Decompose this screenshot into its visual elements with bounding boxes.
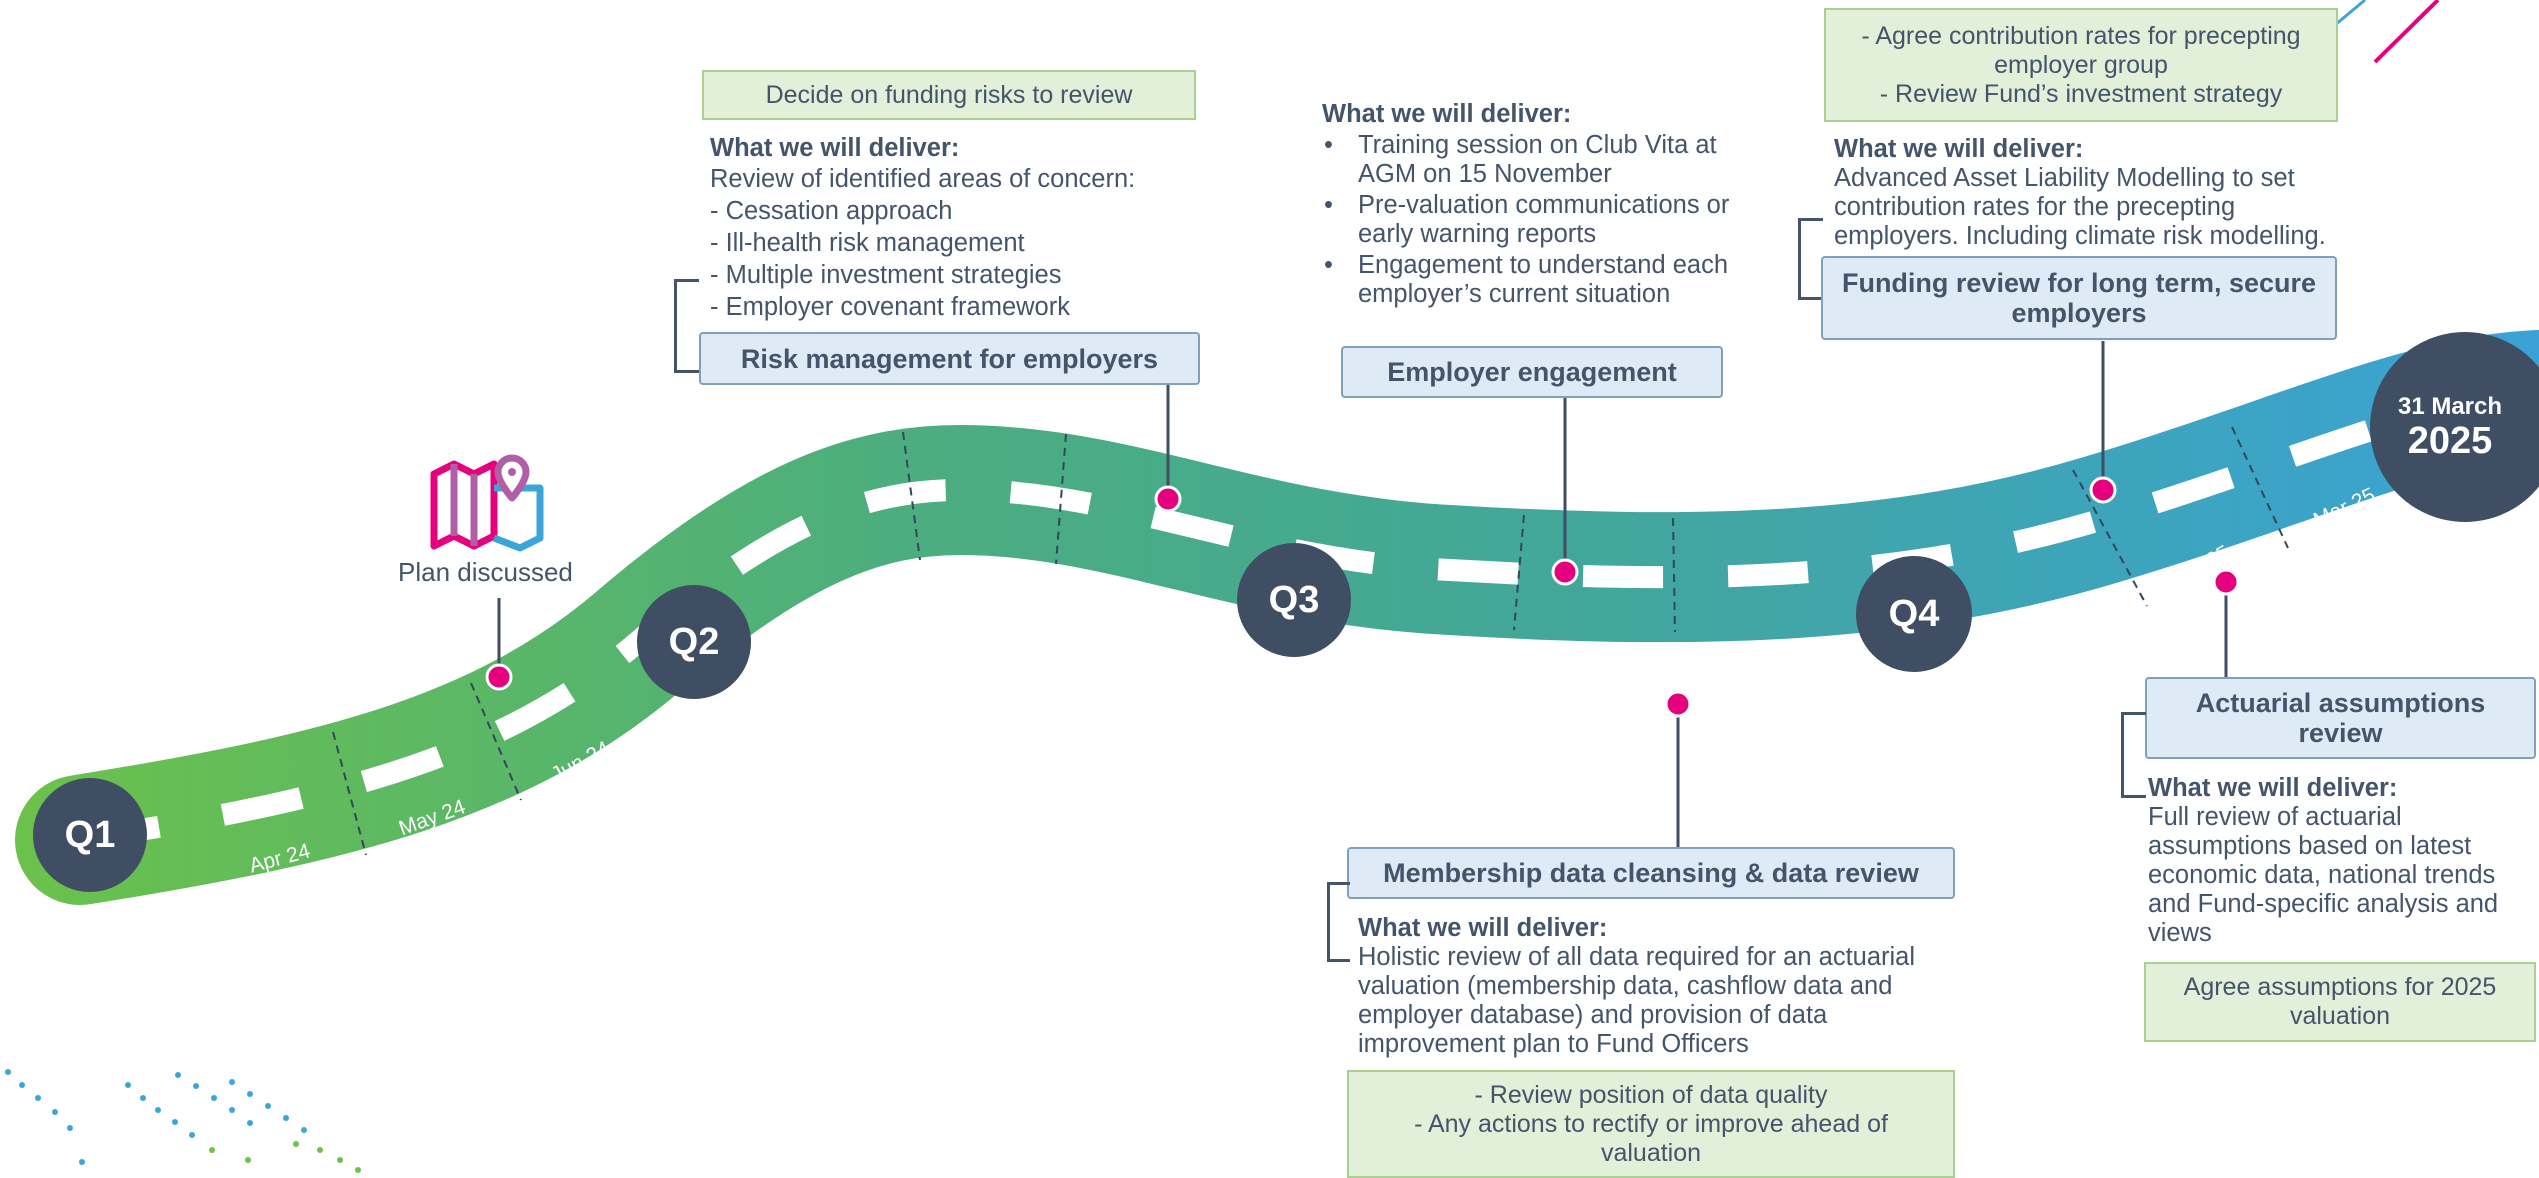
risk-line-4: - Multiple investment strategies — [710, 261, 1062, 289]
plan-discussed-label: Plan discussed — [398, 557, 573, 587]
risk-action-text: Decide on funding risks to review — [765, 80, 1133, 109]
data-line-3: employer database) and provision of data — [1358, 1001, 1828, 1029]
funding-deliver-heading: What we will deliver: — [1834, 135, 2084, 163]
data-title: Membership data cleansing & data review — [1383, 858, 1919, 888]
month-label-dec: Dec 24 — [1719, 658, 1788, 686]
funding-line-3: employers. Including climate risk modell… — [1834, 222, 2326, 250]
assumptions-bracket — [2121, 712, 2146, 798]
risk-title-box: Risk management for employers — [699, 332, 1200, 385]
data-deliverables: What we will deliver: Holistic review of… — [1358, 914, 1915, 1059]
engagement-title: Employer engagement — [1387, 357, 1677, 387]
assumptions-line-1: Full review of actuarial — [2148, 803, 2402, 831]
engagement-bullet-2: Pre-valuation communications or early wa… — [1322, 191, 1742, 249]
data-action-line-2: - Any actions to rectify or improve ahea… — [1414, 1109, 1888, 1138]
data-action-line-3: valuation — [1600, 1138, 1702, 1167]
risk-line-2: - Cessation approach — [710, 197, 953, 225]
engagement-bullet-1: Training session on Club Vita at AGM on … — [1322, 131, 1742, 189]
risk-line-5: - Employer covenant framework — [710, 293, 1070, 321]
assumptions-line-4: and Fund-specific analysis and — [2148, 890, 2499, 918]
engagement-title-box: Employer engagement — [1341, 346, 1723, 398]
engagement-bullet-3: Engagement to understand each employer’s… — [1322, 251, 1742, 309]
data-line-2: valuation (membership data, cashflow dat… — [1358, 972, 1893, 1000]
data-deliver-heading: What we will deliver: — [1358, 914, 1608, 942]
risk-title: Risk management for employers — [740, 343, 1159, 374]
month-label-nov: Nov 24 — [1559, 663, 1628, 690]
risk-bracket — [674, 279, 699, 373]
risk-line-1: Review of identified areas of concern: — [710, 165, 1136, 193]
month-dividers — [332, 426, 2289, 856]
funding-action-line-2: - Review Fund’s investment strategy — [1879, 79, 2283, 108]
quarter-marker-q3: Q3 — [1237, 543, 1351, 657]
risk-deliver-heading: What we will deliver: — [710, 134, 960, 162]
engagement-deliver-heading: What we will deliver: — [1322, 100, 1572, 128]
risk-line-3: - Ill-health risk management — [710, 229, 1025, 257]
funding-title-box: Funding review for long term, secure emp… — [1821, 256, 2337, 340]
deco-stroke-blue — [2334, 0, 2366, 27]
funding-action-line-1: - Agree contribution rates for preceptin… — [1861, 21, 2301, 79]
assumptions-line-2: assumptions based on latest — [2148, 832, 2472, 860]
data-action-line-1: - Review position of data quality — [1474, 1080, 1828, 1109]
end-date-year: 2025 — [2407, 420, 2493, 462]
assumptions-title-box: Actuarial assumptions review — [2145, 677, 2536, 759]
assumptions-line-3: economic data, national trends — [2148, 861, 2496, 889]
road-dashes — [78, 384, 2539, 851]
milestone-dots — [485, 476, 2240, 718]
deco-dots — [5, 1069, 361, 1173]
data-line-1: Holistic review of all data required for… — [1358, 943, 1916, 971]
month-label-aug: Aug 24 — [956, 579, 1025, 606]
deco-stroke-pink — [2373, 0, 2440, 64]
data-line-4: improvement plan to Fund Officers — [1358, 1030, 1749, 1058]
assumptions-deliver-heading: What we will deliver: — [2148, 774, 2398, 802]
funding-title: Funding review for long term, secure emp… — [1841, 268, 2317, 328]
assumptions-action-box: Agree assumptions for 2025 valuation — [2144, 962, 2536, 1042]
engagement-deliverables: What we will deliver: Training session o… — [1322, 100, 1742, 309]
assumptions-deliverables: What we will deliver: Full review of act… — [2148, 774, 2498, 948]
data-title-box: Membership data cleansing & data review — [1347, 847, 1955, 899]
funding-bracket — [1798, 218, 1823, 300]
assumptions-title: Actuarial assumptions review — [2195, 688, 2486, 748]
assumptions-action-text: Agree assumptions for 2025 valuation — [2183, 973, 2497, 1030]
end-date-day: 31 March — [2397, 393, 2503, 420]
funding-line-2: contribution rates for the precepting — [1834, 193, 2236, 221]
funding-deliverables: What we will deliver: Advanced Asset Lia… — [1834, 135, 2326, 251]
risk-deliverables: What we will deliver: Review of identifi… — [710, 134, 1135, 322]
assumptions-line-5: views — [2148, 919, 2212, 947]
risk-action-box: Decide on funding risks to review — [702, 70, 1196, 120]
funding-action-box: - Agree contribution rates for preceptin… — [1824, 8, 2338, 122]
data-bracket — [1327, 882, 1350, 962]
end-date-marker: 31 March 2025 — [2370, 332, 2539, 522]
quarter-marker-q4: Q4 — [1856, 556, 1972, 672]
funding-line-1: Advanced Asset Liability Modelling to se… — [1834, 164, 2295, 192]
map-pin-icon — [430, 454, 544, 552]
quarter-marker-q1: Q1 — [33, 778, 147, 892]
data-action-box: - Review position of data quality - Any … — [1347, 1070, 1955, 1178]
quarter-marker-q2: Q2 — [637, 585, 751, 699]
